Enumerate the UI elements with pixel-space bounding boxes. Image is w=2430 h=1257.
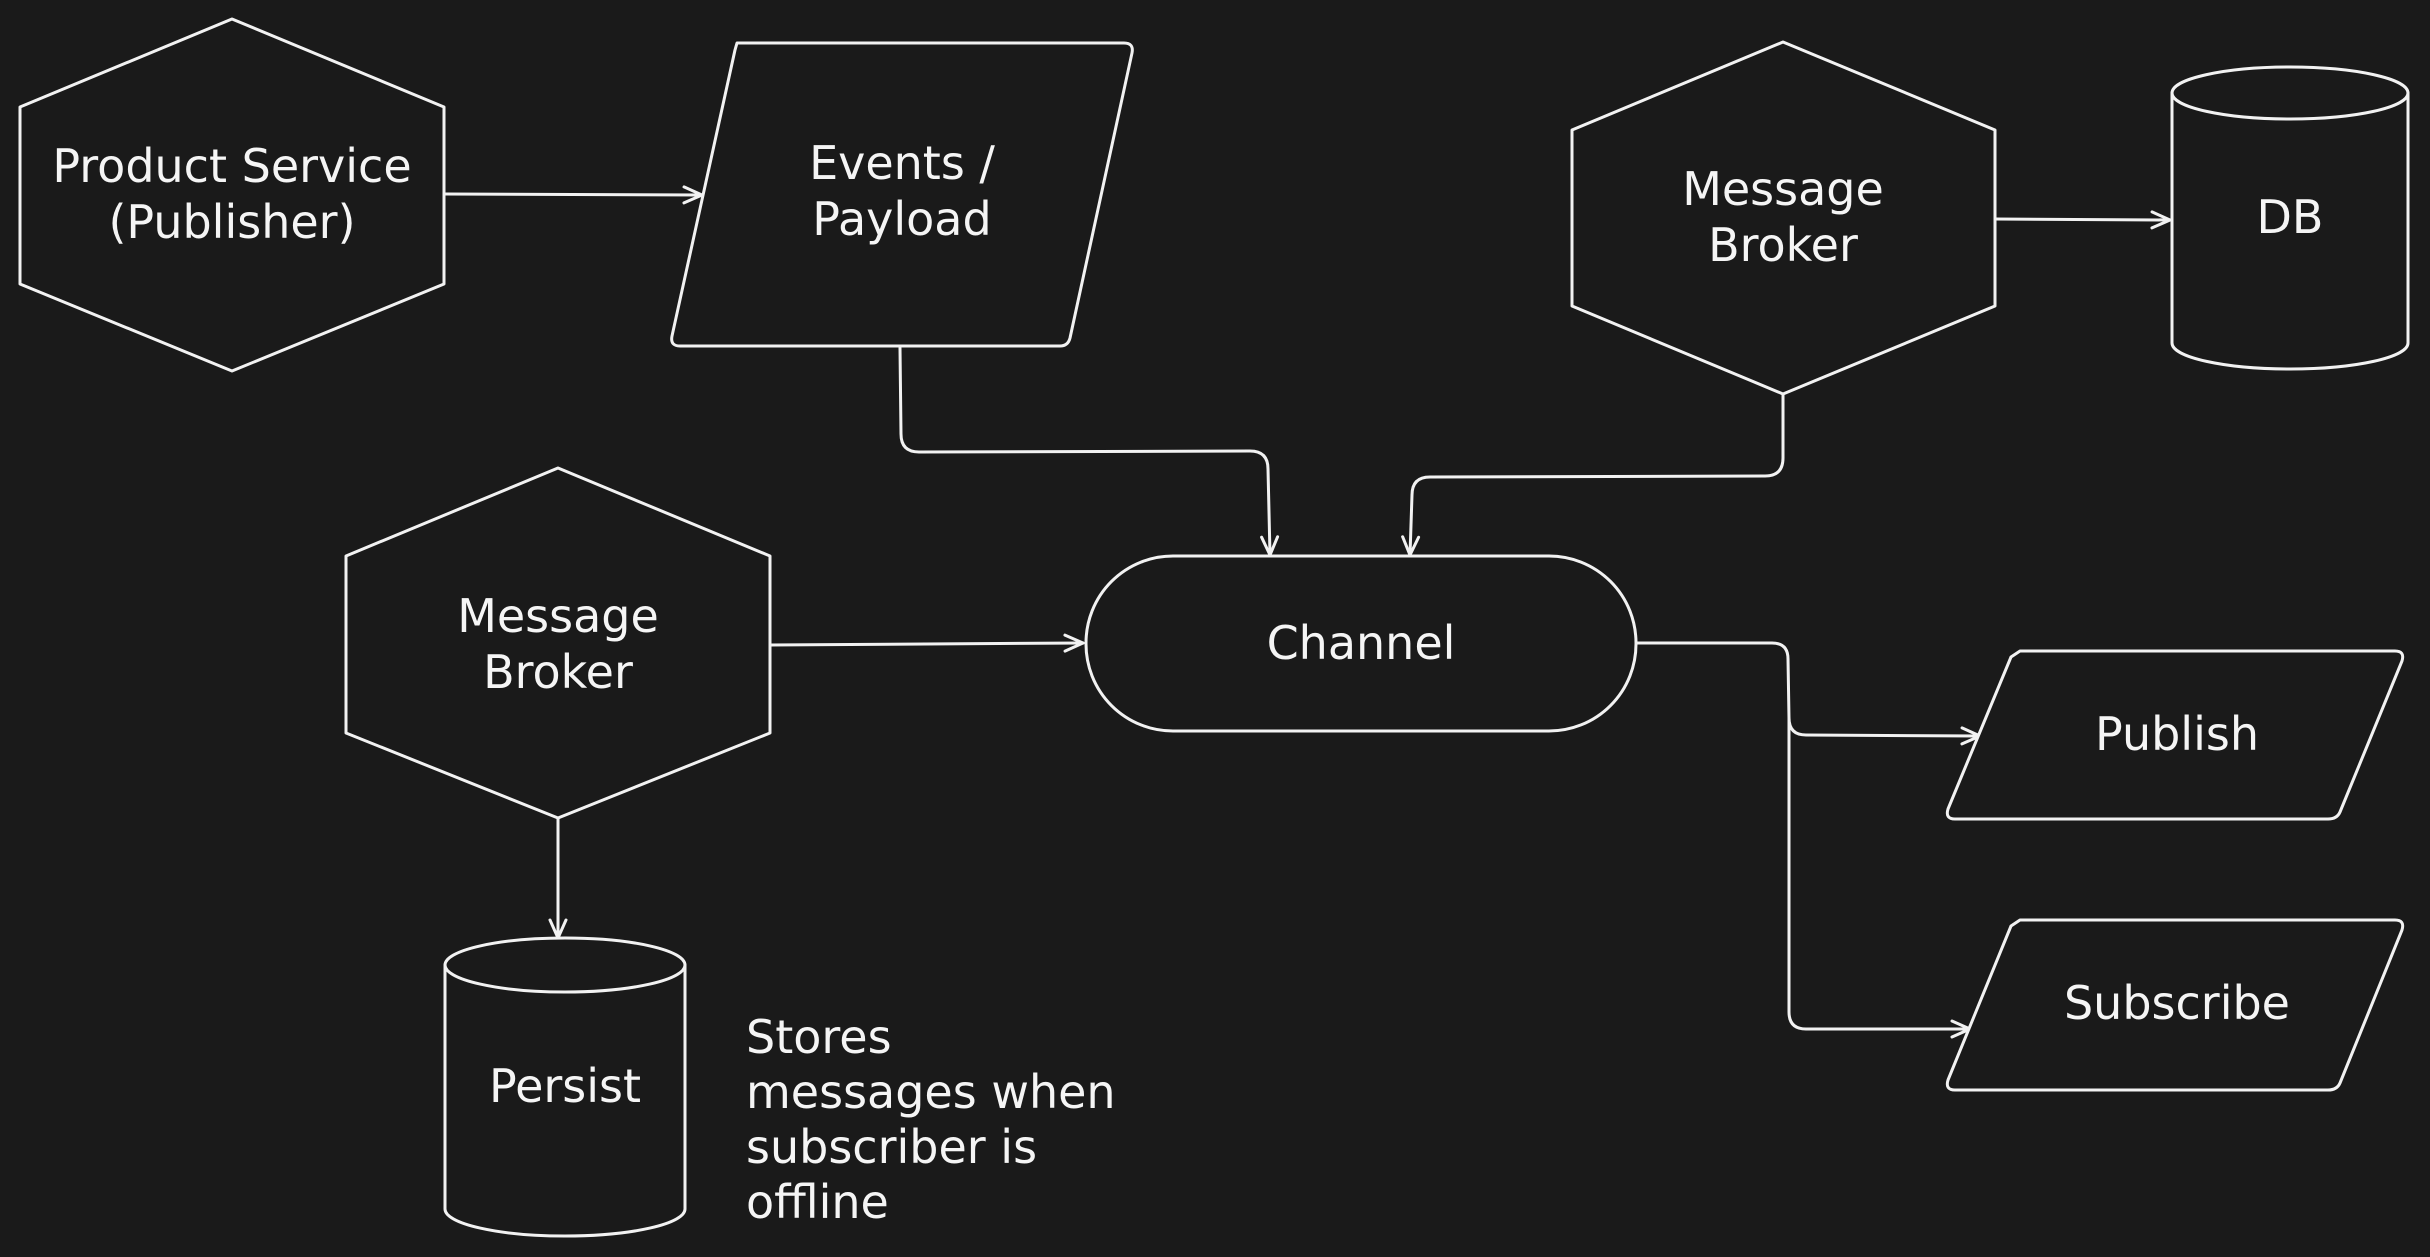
db-label: DB — [2257, 190, 2324, 244]
node-channel[interactable]: Channel — [1084, 554, 1638, 733]
persist-note: Stores messages when subscriber is offli… — [746, 1010, 1116, 1229]
note-line3: subscriber is — [746, 1120, 1037, 1174]
node-message-broker-top[interactable]: Message Broker — [1570, 40, 1997, 396]
cylinder-top — [443, 936, 687, 994]
message-broker-top-label-line2: Broker — [1708, 218, 1858, 272]
events-payload-label-line2: Payload — [812, 192, 991, 246]
message-broker-left-label-line2: Broker — [483, 645, 633, 699]
node-message-broker-left[interactable]: Message Broker — [344, 466, 772, 820]
events-payload-label-line1: Events / — [809, 136, 995, 190]
hexagon-shape — [18, 17, 446, 373]
edge-message-broker-top-to-channel — [1401, 392, 1785, 557]
cylinder-body — [443, 963, 687, 1238]
edge-channel-to-subscribe — [1787, 716, 1972, 1039]
hexagon-shape — [1570, 40, 1997, 396]
edge-channel-to-publish — [1634, 641, 1982, 746]
product-service-label-line1: Product Service — [52, 139, 411, 193]
node-subscribe[interactable]: Subscribe — [1945, 918, 2405, 1092]
node-events-payload[interactable]: Events / Payload — [670, 41, 1134, 348]
edge-product-service-to-events-payload — [443, 185, 704, 205]
node-persist[interactable]: Persist — [443, 936, 687, 1238]
node-db[interactable]: DB — [2170, 65, 2410, 371]
publish-label: Publish — [2095, 707, 2259, 761]
edge-message-broker-top-to-db — [1993, 210, 2172, 230]
edges — [443, 185, 2172, 1039]
node-product-service[interactable]: Product Service (Publisher) — [18, 17, 446, 373]
parallelogram-shape — [1945, 918, 2405, 1092]
cylinder-body — [2170, 91, 2410, 371]
channel-label: Channel — [1267, 616, 1456, 670]
node-publish[interactable]: Publish — [1945, 649, 2405, 821]
note-line4: offline — [746, 1175, 889, 1229]
edge-message-broker-left-to-channel — [768, 633, 1085, 653]
hexagon-shape — [344, 466, 772, 820]
product-service-label-line2: (Publisher) — [108, 195, 355, 249]
message-broker-left-label-line1: Message — [457, 589, 659, 643]
subscribe-label: Subscribe — [2064, 976, 2290, 1030]
note-line2: messages when — [746, 1065, 1116, 1119]
parallelogram-shape — [670, 41, 1134, 348]
edge-events-payload-to-channel — [898, 346, 1280, 557]
persist-label: Persist — [489, 1059, 641, 1113]
note-line1: Stores — [746, 1010, 892, 1064]
parallelogram-shape — [1945, 649, 2405, 821]
message-broker-top-label-line1: Message — [1682, 162, 1884, 216]
cylinder-top — [2170, 65, 2410, 121]
pill-shape — [1084, 554, 1638, 733]
